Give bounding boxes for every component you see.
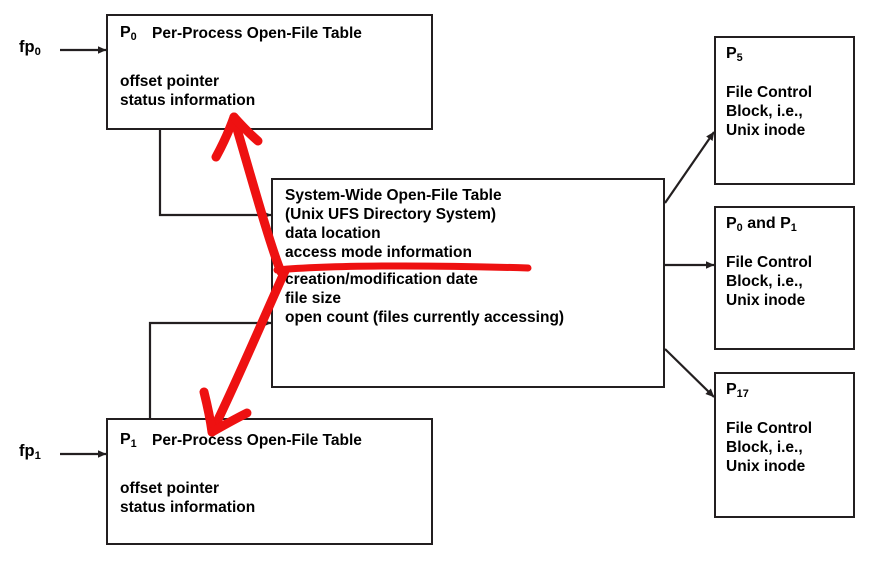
system-table-field-open-count: open count (files currently accessing) bbox=[285, 309, 565, 326]
p1-to-system-table-connector bbox=[148, 319, 272, 418]
p0-table-title: Per-Process Open-File Table bbox=[152, 25, 362, 42]
p0-process-label: P0 bbox=[120, 23, 137, 43]
system-table-field-data-location: data location bbox=[285, 225, 381, 242]
fcb-p17-line-3: Unix inode bbox=[726, 458, 806, 475]
p0-process-main: P bbox=[120, 24, 131, 41]
file-control-block-p0-and-p1 bbox=[714, 206, 855, 350]
fcb-p0p1-heading-main: P bbox=[726, 215, 737, 232]
fcb-p17-line-2: Block, i.e., bbox=[726, 439, 803, 456]
file-control-block-p17 bbox=[714, 372, 855, 518]
fcb-p17-heading-sub: 17 bbox=[736, 388, 749, 400]
per-process-open-file-table-p1 bbox=[106, 418, 433, 545]
system-table-subtitle: (Unix UFS Directory System) bbox=[285, 206, 497, 223]
fcb-p5-heading: P5 bbox=[726, 44, 743, 64]
fcb-p0p1-heading-sub: 0 bbox=[736, 222, 743, 234]
fcb-p5-line-3: Unix inode bbox=[726, 122, 806, 139]
fp1-label-sub: 1 bbox=[34, 450, 41, 462]
fcb-p5-heading-sub: 5 bbox=[736, 52, 743, 64]
system-table-title: System-Wide Open-File Table bbox=[285, 187, 502, 204]
fcb-p0p1-line-2: Block, i.e., bbox=[726, 273, 803, 290]
fcb-p0p1-line-3: Unix inode bbox=[726, 292, 806, 309]
fp0-label-text: fp bbox=[19, 38, 35, 56]
p1-field-status-information: status information bbox=[120, 499, 256, 516]
fcb-p17-heading: P17 bbox=[726, 380, 749, 400]
fcb-p5-heading-main: P bbox=[726, 45, 737, 62]
fcb-p5-line-1: File Control bbox=[726, 84, 813, 101]
fp1-label: fp1 bbox=[19, 442, 41, 462]
fcb-p5-line-2: Block, i.e., bbox=[726, 103, 803, 120]
system-table-to-fcb-p17-arrow bbox=[664, 348, 715, 398]
fcb-p0p1-heading: P0 and P1 bbox=[726, 214, 797, 234]
file-control-block-p5 bbox=[714, 36, 855, 185]
p0-field-offset-pointer: offset pointer bbox=[120, 73, 220, 90]
p1-process-main: P bbox=[120, 431, 131, 448]
p1-process-sub: 1 bbox=[130, 438, 137, 450]
p0-to-system-table-connector bbox=[158, 130, 272, 219]
fcb-p0p1-heading-extra: and P bbox=[747, 215, 791, 232]
fcb-p17-heading-main: P bbox=[726, 381, 737, 398]
fp1-label-text: fp bbox=[19, 442, 35, 460]
system-table-to-fcb-p5-arrow bbox=[664, 131, 715, 204]
fp0-label: fp0 bbox=[19, 38, 41, 58]
system-wide-open-file-table bbox=[271, 178, 665, 388]
system-table-field-creation-modification-date: creation/modification date bbox=[285, 271, 478, 288]
p1-field-offset-pointer: offset pointer bbox=[120, 480, 220, 497]
fp0-label-sub: 0 bbox=[34, 46, 41, 58]
system-table-field-access-mode-information: access mode information bbox=[285, 244, 472, 261]
per-process-open-file-table-p0 bbox=[106, 14, 433, 130]
p1-process-label: P1 bbox=[120, 430, 137, 450]
fcb-p0p1-heading-extra-sub: 1 bbox=[790, 222, 797, 234]
fcb-p17-line-1: File Control bbox=[726, 420, 813, 437]
system-table-field-file-size: file size bbox=[285, 290, 341, 307]
p0-process-sub: 0 bbox=[130, 31, 137, 43]
p1-table-title: Per-Process Open-File Table bbox=[152, 432, 362, 449]
p0-field-status-information: status information bbox=[120, 92, 256, 109]
fcb-p0p1-line-1: File Control bbox=[726, 254, 813, 271]
